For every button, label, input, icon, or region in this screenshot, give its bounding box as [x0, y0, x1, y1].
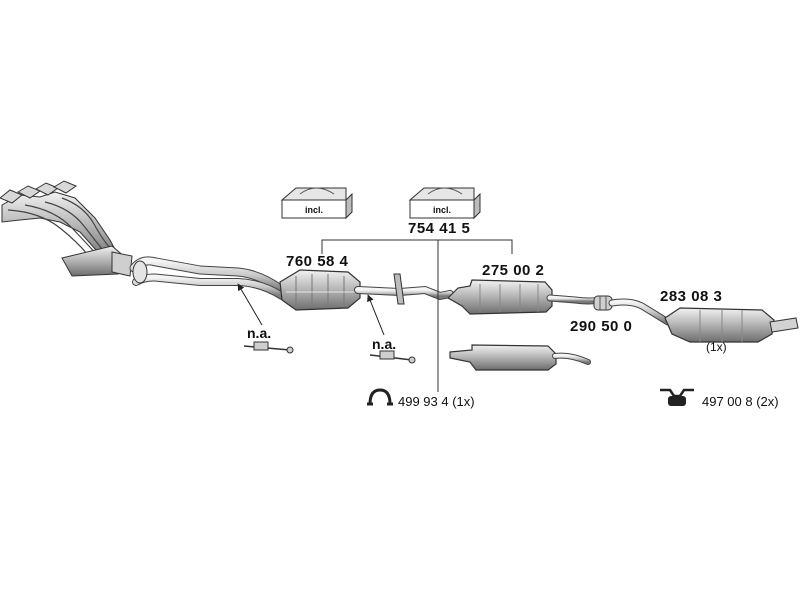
cat-part-number: 760 58 4 — [286, 253, 349, 270]
front-pipe — [129, 256, 287, 300]
rear-silencer — [608, 298, 799, 343]
not-available-label-1: n.a. — [247, 325, 272, 341]
middle-part-number: 275 00 2 — [482, 262, 545, 279]
exhaust-manifold — [0, 180, 133, 277]
not-available-label-2: n.a. — [372, 336, 397, 352]
lambda-sensor-2 — [369, 350, 416, 364]
lambda-sensor-1 — [243, 341, 294, 354]
kit-box-1: incl. — [280, 187, 353, 220]
gasket-part-number: 499 93 4 (1x) — [398, 394, 475, 409]
kit-box-2-label: incl. — [433, 205, 451, 215]
rubber-hanger-icon — [660, 388, 694, 406]
catalytic-converter — [279, 269, 361, 311]
alternative-silencer — [449, 344, 591, 371]
kit-box-1-label: incl. — [305, 205, 323, 215]
rear-quantity: (1x) — [706, 340, 727, 354]
intermediate-pipe — [354, 273, 454, 305]
kit-part-number: 754 41 5 — [408, 220, 471, 237]
hanger-part-number: 497 00 8 (2x) — [702, 394, 779, 409]
kit-bracket — [321, 239, 513, 392]
clamp-part-number: 290 50 0 — [570, 318, 633, 335]
na-arrow-2 — [367, 294, 385, 336]
rear-part-number: 283 08 3 — [660, 288, 723, 305]
middle-silencer — [447, 279, 604, 315]
gasket-icon — [367, 388, 393, 406]
kit-box-2: incl. — [408, 187, 481, 220]
na-arrow-1 — [237, 283, 263, 326]
